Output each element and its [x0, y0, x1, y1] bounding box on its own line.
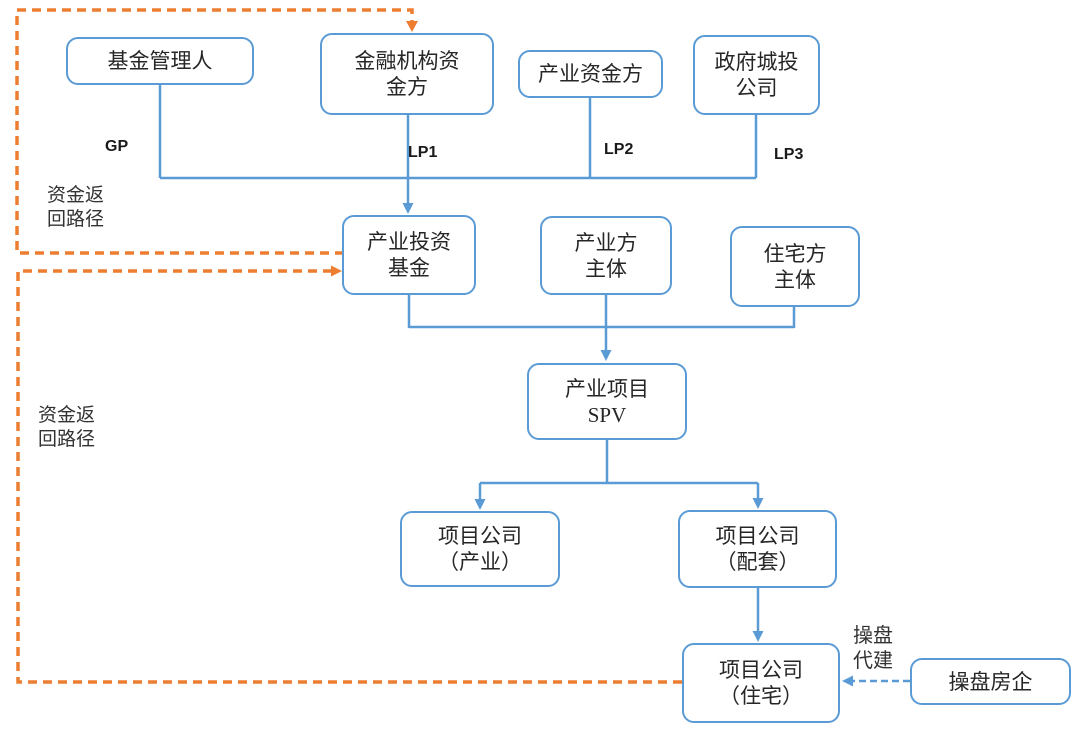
node-government-lgfv: 政府城投 公司: [693, 35, 820, 115]
annotation-return-path-bottom-line2: 回路径: [38, 429, 96, 450]
edge-label-lp1: LP1: [408, 144, 438, 161]
node-project-company-residential: 项目公司 （住宅）: [682, 643, 840, 723]
node-residential-entity: 住宅方 主体: [730, 226, 860, 307]
arrowhead-into-spv: [600, 350, 612, 361]
arrowhead-into-project-residential: [752, 631, 764, 642]
node-industry-spv: 产业项目 SPV: [527, 363, 687, 440]
annotation-return-path-top-line2: 回路径: [47, 209, 105, 230]
node-fund-manager: 基金管理人: [66, 37, 254, 85]
edge-label-lp3: LP3: [774, 146, 804, 163]
annotation-operate-build-line1: 操盘: [853, 625, 893, 647]
node-industry-entity: 产业方 主体: [540, 216, 672, 295]
arrowhead-into-project-support: [752, 498, 764, 509]
node-project-company-residential-line2: （住宅）: [719, 684, 803, 708]
node-industry-entity-line1: 产业方: [574, 230, 638, 255]
node-government-lgfv-line1: 政府城投: [714, 50, 799, 74]
arrowhead-into-project-industry: [474, 499, 486, 510]
edge-label-lp2: LP2: [604, 141, 634, 158]
node-financial-institution-line1: 金融机构资: [354, 49, 460, 73]
node-industry-capital: 产业资金方: [518, 50, 663, 98]
node-project-company-support: 项目公司 （配套）: [678, 510, 837, 588]
edge-label-gp: GP: [105, 138, 129, 155]
node-operating-developer: 操盘房企: [910, 658, 1071, 705]
node-residential-entity-line1: 住宅方: [763, 241, 827, 266]
node-financial-institution-line2: 金方: [386, 75, 428, 99]
node-project-company-support-line1: 项目公司: [715, 524, 800, 548]
node-financial-institution: 金融机构资 金方: [320, 33, 494, 115]
node-project-company-support-line2: （配套）: [715, 550, 800, 574]
arrowhead-operator-into-residential: [842, 675, 853, 687]
return-path-fund-to-lp1: [15, 8, 414, 255]
annotation-return-path-top: 资金返 回路径: [47, 184, 104, 232]
node-fund-manager-label: 基金管理人: [107, 49, 213, 73]
annotation-return-path-bottom: 资金返 回路径: [38, 404, 95, 452]
node-project-company-residential-line1: 项目公司: [719, 658, 803, 682]
arrowhead-return-into-industry-fund: [331, 265, 342, 277]
node-industry-spv-line1: 产业项目: [565, 376, 649, 401]
node-operating-developer-label: 操盘房企: [948, 669, 1033, 694]
annotation-return-path-bottom-line1: 资金返: [38, 405, 96, 426]
arrowhead-into-industry-fund: [402, 203, 414, 214]
node-project-company-industry-line2: （产业）: [438, 550, 522, 574]
node-industry-capital-label: 产业资金方: [538, 62, 643, 86]
annotation-return-path-top-line1: 资金返: [47, 185, 105, 206]
annotation-operate-build: 操盘 代建: [853, 624, 893, 674]
node-project-company-industry: 项目公司 （产业）: [400, 511, 560, 587]
node-industry-fund: 产业投资 基金: [342, 215, 476, 295]
node-industry-fund-line2: 基金: [388, 256, 430, 280]
node-project-company-industry-line1: 项目公司: [438, 524, 522, 548]
annotation-operate-build-line2: 代建: [853, 650, 893, 672]
node-residential-entity-line2: 主体: [774, 267, 816, 292]
node-government-lgfv-line2: 公司: [735, 76, 778, 100]
arrowhead-return-into-financial-institution: [406, 21, 418, 32]
node-industry-spv-line2: SPV: [587, 402, 627, 427]
return-path-residential-to-fund: [16, 269, 682, 684]
node-industry-entity-line2: 主体: [585, 256, 627, 281]
node-industry-fund-line1: 产业投资: [367, 230, 451, 254]
